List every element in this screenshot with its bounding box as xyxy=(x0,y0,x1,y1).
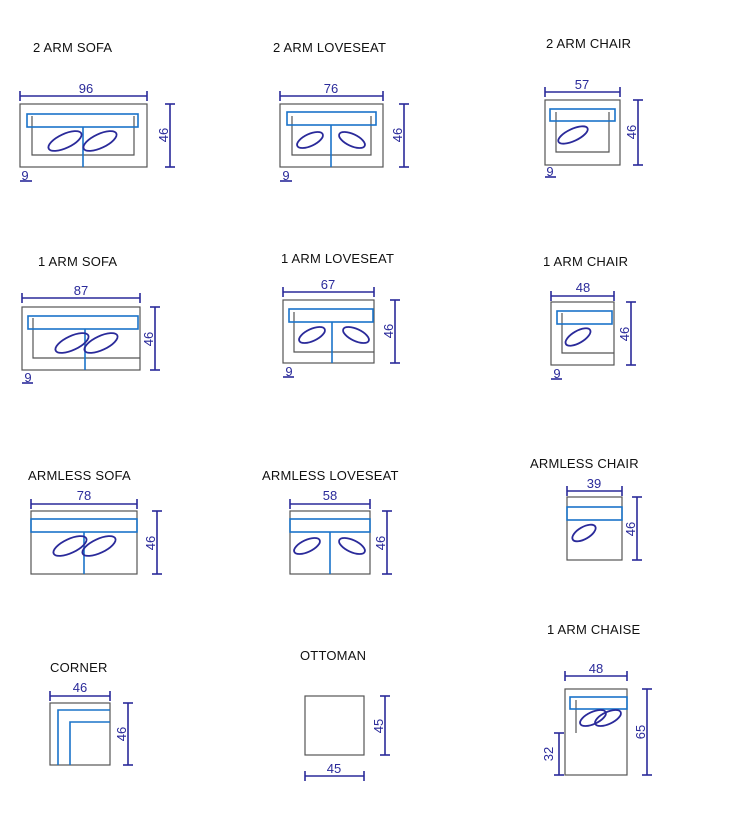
item-two-arm-loveseat: 2 ARM LOVESEAT 76 46 9 xyxy=(273,40,409,183)
depth-label: 46 xyxy=(143,536,158,550)
item-armless-loveseat: ARMLESS LOVESEAT 58 46 xyxy=(262,468,399,575)
pillow xyxy=(298,326,326,344)
pillow xyxy=(571,523,597,543)
depth-label: 46 xyxy=(114,727,129,741)
chair-outline xyxy=(544,99,621,166)
ottoman-outline xyxy=(304,695,365,756)
item-armless-chair: ARMLESS CHAIR 39 46 xyxy=(530,456,642,561)
back-cushion xyxy=(289,518,371,533)
item-title: 1 ARM CHAIR xyxy=(543,254,628,269)
arm-label: 9 xyxy=(285,364,292,379)
item-title: 1 ARM LOVESEAT xyxy=(281,251,394,266)
back-cushion xyxy=(569,696,628,710)
width-label: 45 xyxy=(327,761,341,776)
pillow xyxy=(83,332,119,354)
pillow xyxy=(594,709,622,727)
back-cushion xyxy=(286,111,377,126)
back-cushion xyxy=(27,315,139,330)
back-cushion xyxy=(556,310,613,325)
back-cushion xyxy=(30,518,138,533)
item-two-arm-chair: 2 ARM CHAIR 57 46 9 xyxy=(544,36,643,179)
width-label: 87 xyxy=(74,283,88,298)
chaise-outline xyxy=(564,688,628,776)
pillow xyxy=(47,130,83,152)
item-title: 2 ARM CHAIR xyxy=(546,36,631,51)
pillow xyxy=(557,125,589,145)
arm-outline xyxy=(293,312,374,353)
pillow xyxy=(342,326,370,344)
arm-label: 9 xyxy=(282,168,289,183)
corner-outline xyxy=(49,702,111,766)
depth-label: 45 xyxy=(371,719,386,733)
pillow xyxy=(296,131,324,149)
chair-outline xyxy=(566,496,623,561)
back-cushion-inner xyxy=(69,721,110,765)
item-armless-sofa: ARMLESS SOFA 78 46 xyxy=(28,468,162,575)
back-cushion xyxy=(26,113,139,128)
arm-label: 9 xyxy=(21,168,28,183)
arm-outline xyxy=(555,112,610,153)
width-label: 39 xyxy=(587,476,601,491)
back-cushion xyxy=(288,308,374,323)
pillow xyxy=(81,535,117,557)
depth-label: 46 xyxy=(624,125,639,139)
item-ottoman: OTTOMAN 45 45 xyxy=(300,648,390,781)
width-label: 78 xyxy=(77,488,91,503)
width-label: 48 xyxy=(576,280,590,295)
item-corner: CORNER 46 46 xyxy=(49,660,133,766)
item-title: ARMLESS LOVESEAT xyxy=(262,468,399,483)
item-title: 2 ARM SOFA xyxy=(33,40,112,55)
item-one-arm-chaise: 1 ARM CHAISE 48 65 32 xyxy=(541,622,652,776)
arm-outline xyxy=(561,313,614,354)
depth-label: 65 xyxy=(633,725,648,739)
back-cushion xyxy=(566,506,623,521)
width-label: 58 xyxy=(323,488,337,503)
item-title: 1 ARM SOFA xyxy=(38,254,117,269)
seat-label: 32 xyxy=(541,747,556,761)
back-cushion-outer xyxy=(57,709,110,765)
item-title: OTTOMAN xyxy=(300,648,366,663)
depth-label: 46 xyxy=(617,327,632,341)
pillow xyxy=(338,131,366,149)
item-one-arm-sofa: 1 ARM SOFA 87 46 9 xyxy=(21,254,160,385)
item-one-arm-loveseat: 1 ARM LOVESEAT 67 46 9 xyxy=(281,251,400,379)
arm-label: 9 xyxy=(546,164,553,179)
loveseat-outline xyxy=(282,299,375,364)
depth-label: 46 xyxy=(623,522,638,536)
depth-label: 46 xyxy=(373,536,388,550)
item-title: CORNER xyxy=(50,660,108,675)
pillow xyxy=(54,332,90,354)
sofa-outline xyxy=(21,306,141,371)
arm-outline xyxy=(32,318,140,359)
item-two-arm-sofa: 2 ARM SOFA 96 46 9 xyxy=(19,40,175,183)
width-label: 48 xyxy=(589,661,603,676)
pillow xyxy=(338,537,366,555)
item-title: 2 ARM LOVESEAT xyxy=(273,40,386,55)
pillow xyxy=(52,535,88,557)
item-title: 1 ARM CHAISE xyxy=(547,622,641,637)
back-cushion xyxy=(549,108,616,122)
depth-label: 46 xyxy=(381,324,396,338)
arm-label: 9 xyxy=(553,366,560,381)
width-label: 57 xyxy=(575,77,589,92)
pillow xyxy=(82,130,118,152)
depth-label: 46 xyxy=(156,128,171,142)
chair-outline xyxy=(550,301,615,366)
width-label: 96 xyxy=(79,81,93,96)
arm-label: 9 xyxy=(24,370,31,385)
item-one-arm-chair: 1 ARM CHAIR 48 46 9 xyxy=(543,254,636,381)
item-title: ARMLESS CHAIR xyxy=(530,456,639,471)
width-label: 46 xyxy=(73,680,87,695)
width-label: 76 xyxy=(324,81,338,96)
item-title: ARMLESS SOFA xyxy=(28,468,131,483)
pillow xyxy=(564,327,592,347)
width-label: 67 xyxy=(321,277,335,292)
pillow xyxy=(293,537,321,555)
depth-label: 46 xyxy=(141,332,156,346)
depth-label: 46 xyxy=(390,128,405,142)
